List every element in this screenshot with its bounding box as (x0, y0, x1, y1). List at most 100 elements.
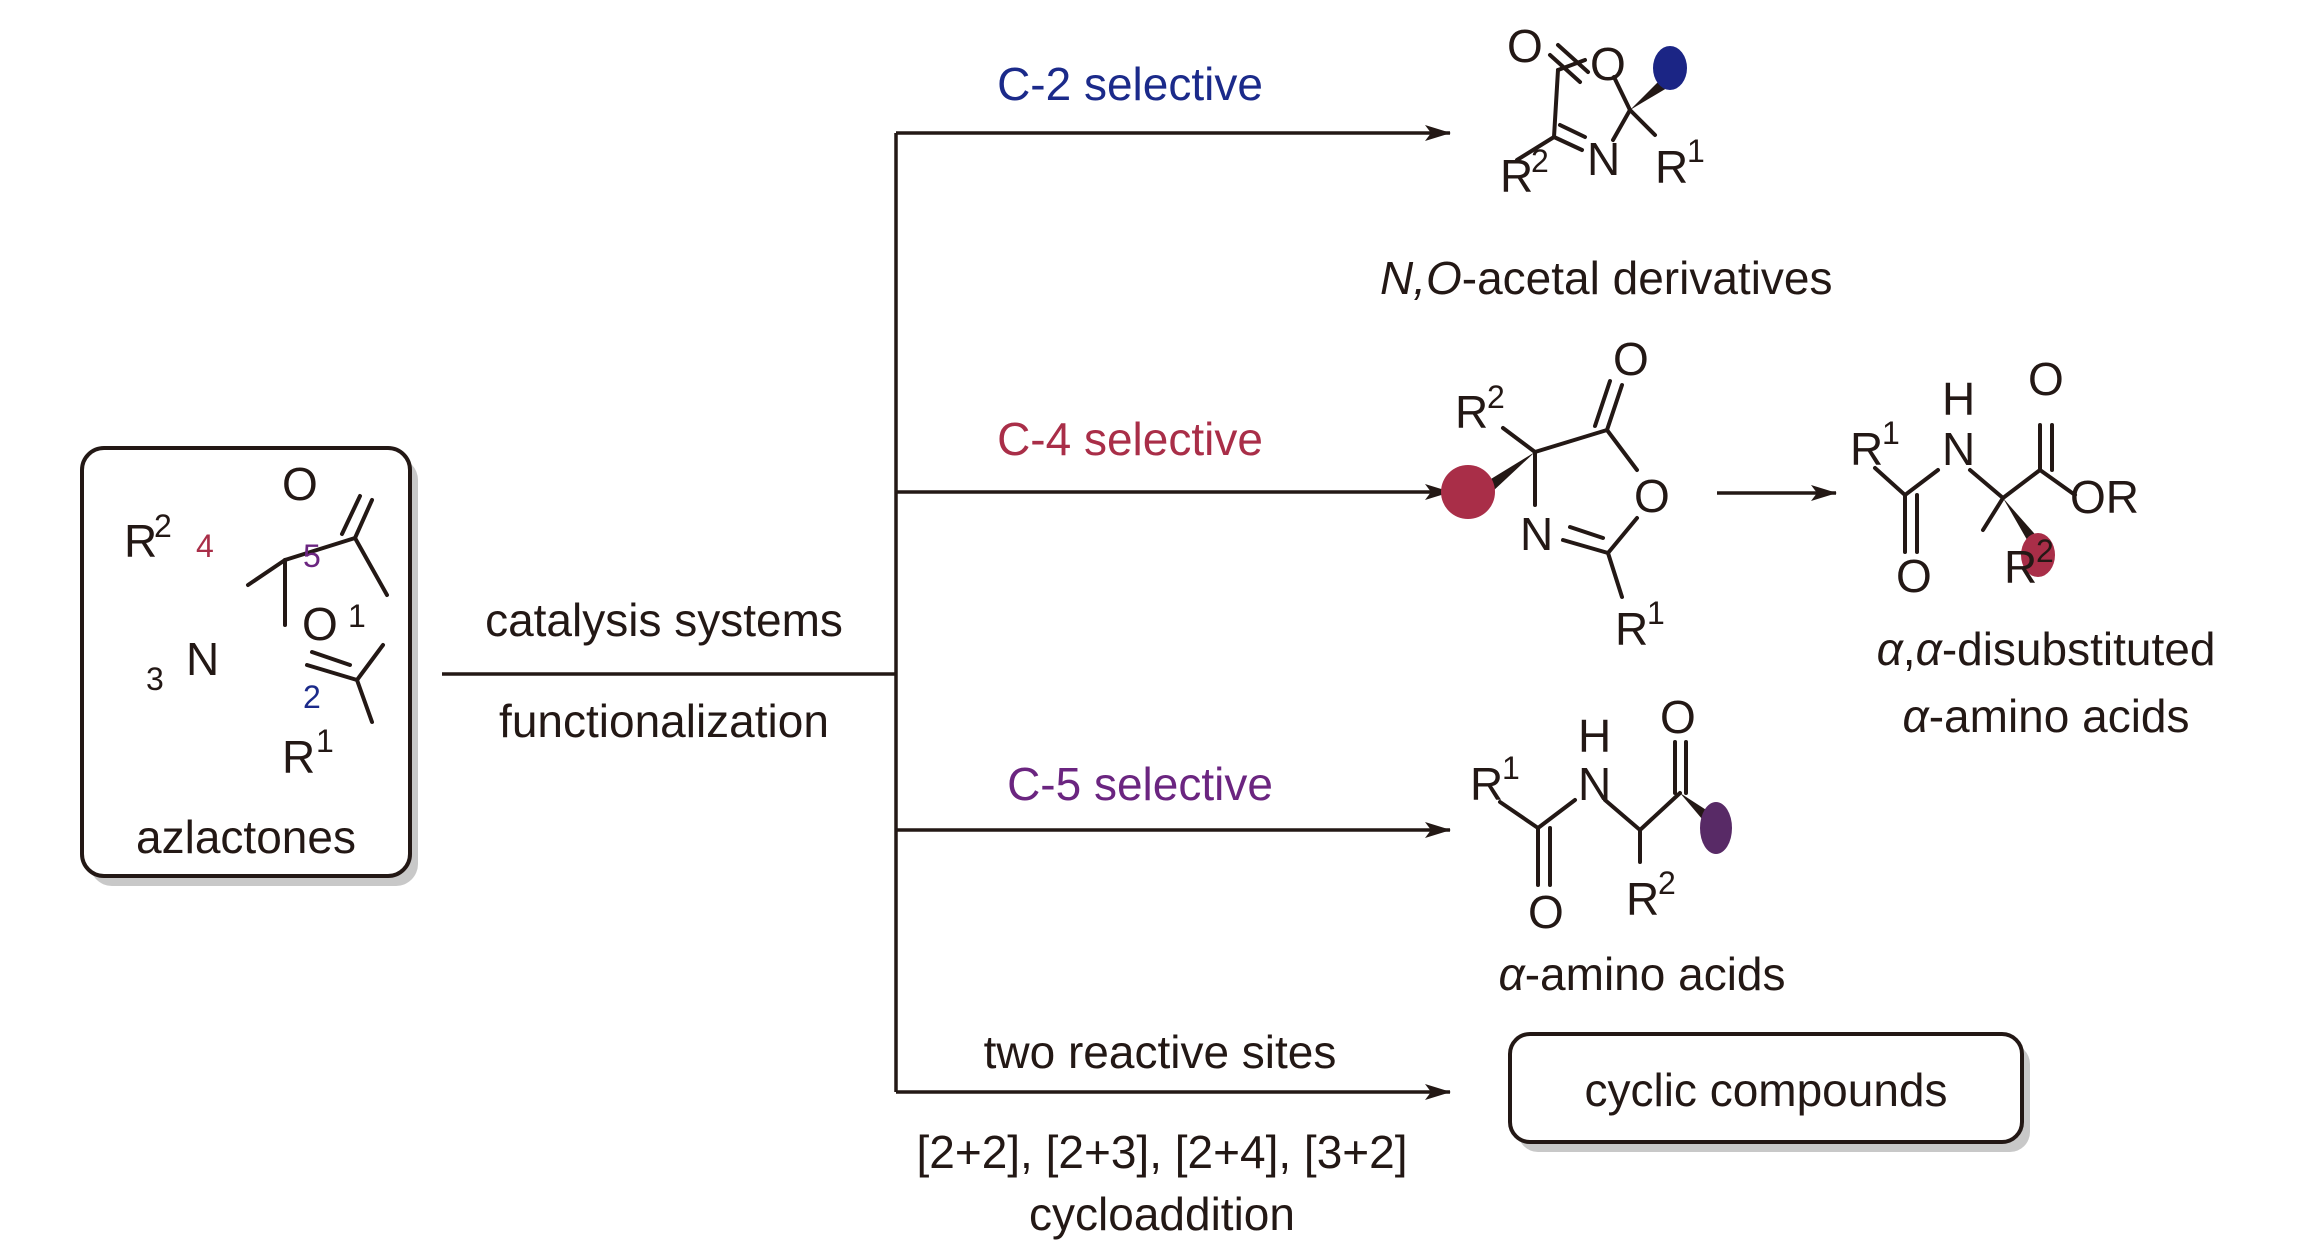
bond (353, 498, 374, 540)
alpha: α (1916, 623, 1944, 675)
atom-sup: 2 (1487, 379, 1505, 415)
atom-o-ring: O (302, 598, 338, 650)
label-c2-selective: C-2 selective (997, 58, 1263, 110)
atom-sup: 2 (1531, 143, 1549, 179)
wedge-bond (1486, 452, 1535, 492)
bond (1593, 379, 1612, 428)
bond (246, 558, 287, 587)
atom-sup: 2 (2036, 533, 2054, 569)
atom-r: R (1500, 150, 1533, 202)
position-1-label: 1 (348, 598, 366, 634)
atom-r2-sup: 2 (154, 508, 172, 544)
atom-r: R (1455, 386, 1488, 438)
product-c4: R 1 H N O R 2 O OR α,α-disubstituted α-a… (1850, 353, 2215, 742)
label-c5-selective: C-5 selective (1007, 758, 1273, 810)
product-c4-intermediate: O R 2 O N R 1 (1441, 333, 1670, 655)
atom-r: R (1470, 758, 1503, 810)
comma: , (1903, 623, 1916, 675)
atom-sup: 1 (1502, 750, 1520, 786)
alpha: α (1877, 623, 1905, 675)
cyclic-compounds-box (1508, 1032, 2024, 1144)
label-rest: -amino acids (1929, 690, 2190, 742)
bond (1606, 516, 1639, 555)
bond (353, 536, 389, 597)
bond (305, 663, 359, 682)
atom-r1-sup: 1 (316, 723, 334, 759)
atom-o: O (1507, 20, 1543, 72)
atom-n: N (1520, 508, 1553, 560)
atom-r1: R (282, 731, 315, 783)
bond (340, 494, 362, 536)
c5-substituent-dot (1700, 802, 1732, 854)
atom-o: O (1660, 691, 1696, 743)
c4-substituent-dot (2021, 533, 2055, 577)
alpha: α (1498, 948, 1526, 1000)
cyclic-compounds-panel: cyclic compounds (1508, 1032, 2030, 1152)
atom-o: O (1590, 38, 1626, 90)
position-4-label: 4 (196, 528, 214, 564)
bond (310, 650, 352, 667)
product-c4-label-line2: α-amino acids (1902, 690, 2189, 742)
atom-o-carbonyl: O (282, 458, 318, 510)
bond (1981, 496, 2005, 532)
bond (1611, 108, 1632, 142)
atom-r: R (1850, 423, 1883, 475)
atom-o: O (1896, 550, 1932, 602)
atom-o: O (1613, 333, 1649, 385)
bond (1603, 798, 1642, 832)
bond (1638, 791, 1682, 832)
bond (355, 643, 385, 682)
atom-r: R (1615, 603, 1648, 655)
atom-h: H (1578, 710, 1611, 762)
wedge-bond (2003, 498, 2040, 545)
atom-sup: 1 (1687, 133, 1705, 169)
c2-substituent-dot (1653, 46, 1687, 90)
position-5-label: 5 (303, 538, 321, 574)
bond (1552, 135, 1584, 152)
position-2-label: 2 (303, 679, 321, 715)
bond (1533, 428, 1609, 454)
bond (1536, 798, 1577, 830)
bond (1612, 75, 1632, 112)
atom-sup: 1 (1647, 595, 1665, 631)
azlactone-box (80, 446, 412, 878)
product-c5: R 1 H N O O R 2 α-amino acids (1470, 691, 1786, 1000)
azlactone-panel: O R 2 O N R 1 4 5 1 3 2 azlactones (80, 446, 418, 886)
bond (1556, 43, 1590, 74)
atom-o: O (1634, 470, 1670, 522)
atom-sup: 2 (1658, 865, 1676, 901)
label-c4-selective: C-4 selective (997, 413, 1263, 465)
alpha: α (1902, 690, 1930, 742)
atom-sup: 1 (1882, 415, 1900, 451)
atom-r: R (1655, 141, 1688, 193)
bond (1968, 468, 2005, 500)
atom-o: O (2028, 353, 2064, 405)
bond (1628, 108, 1657, 137)
position-3-label: 3 (146, 661, 164, 697)
atom-r2: R (124, 515, 157, 567)
condition-above: catalysis systems (485, 594, 843, 646)
label-rest: -disubstituted (1942, 623, 2216, 675)
atom-n: N (1587, 133, 1620, 185)
label-two-reactive-sites: two reactive sites (984, 1026, 1337, 1078)
atom-r: R (2004, 541, 2037, 593)
atom-n: N (186, 633, 219, 685)
atom-n: N (1578, 758, 1611, 810)
bond (283, 536, 357, 562)
bond (1606, 551, 1624, 599)
atom-h: H (1942, 373, 1975, 425)
bond (1558, 123, 1587, 139)
wedge-bond (1630, 80, 1667, 110)
bond (1605, 383, 1624, 432)
label-rest: -acetal derivatives (1462, 252, 1833, 304)
product-c4-label-line1: α,α-disubstituted (1877, 623, 2216, 675)
label-cycloaddition: cycloaddition (1029, 1188, 1295, 1240)
italic-prefix: N,O (1380, 252, 1462, 304)
product-c2: O O N R 2 R 1 N,O-acetal derivatives (1380, 20, 1833, 304)
product-c5-label: α-amino acids (1498, 948, 1785, 1000)
azlactones-label: azlactones (136, 811, 356, 863)
condition-below: functionalization (499, 695, 829, 747)
label-cycloaddition-types: [2+2], [2+3], [2+4], [3+2] (916, 1126, 1407, 1178)
atom-or: OR (2070, 471, 2139, 523)
